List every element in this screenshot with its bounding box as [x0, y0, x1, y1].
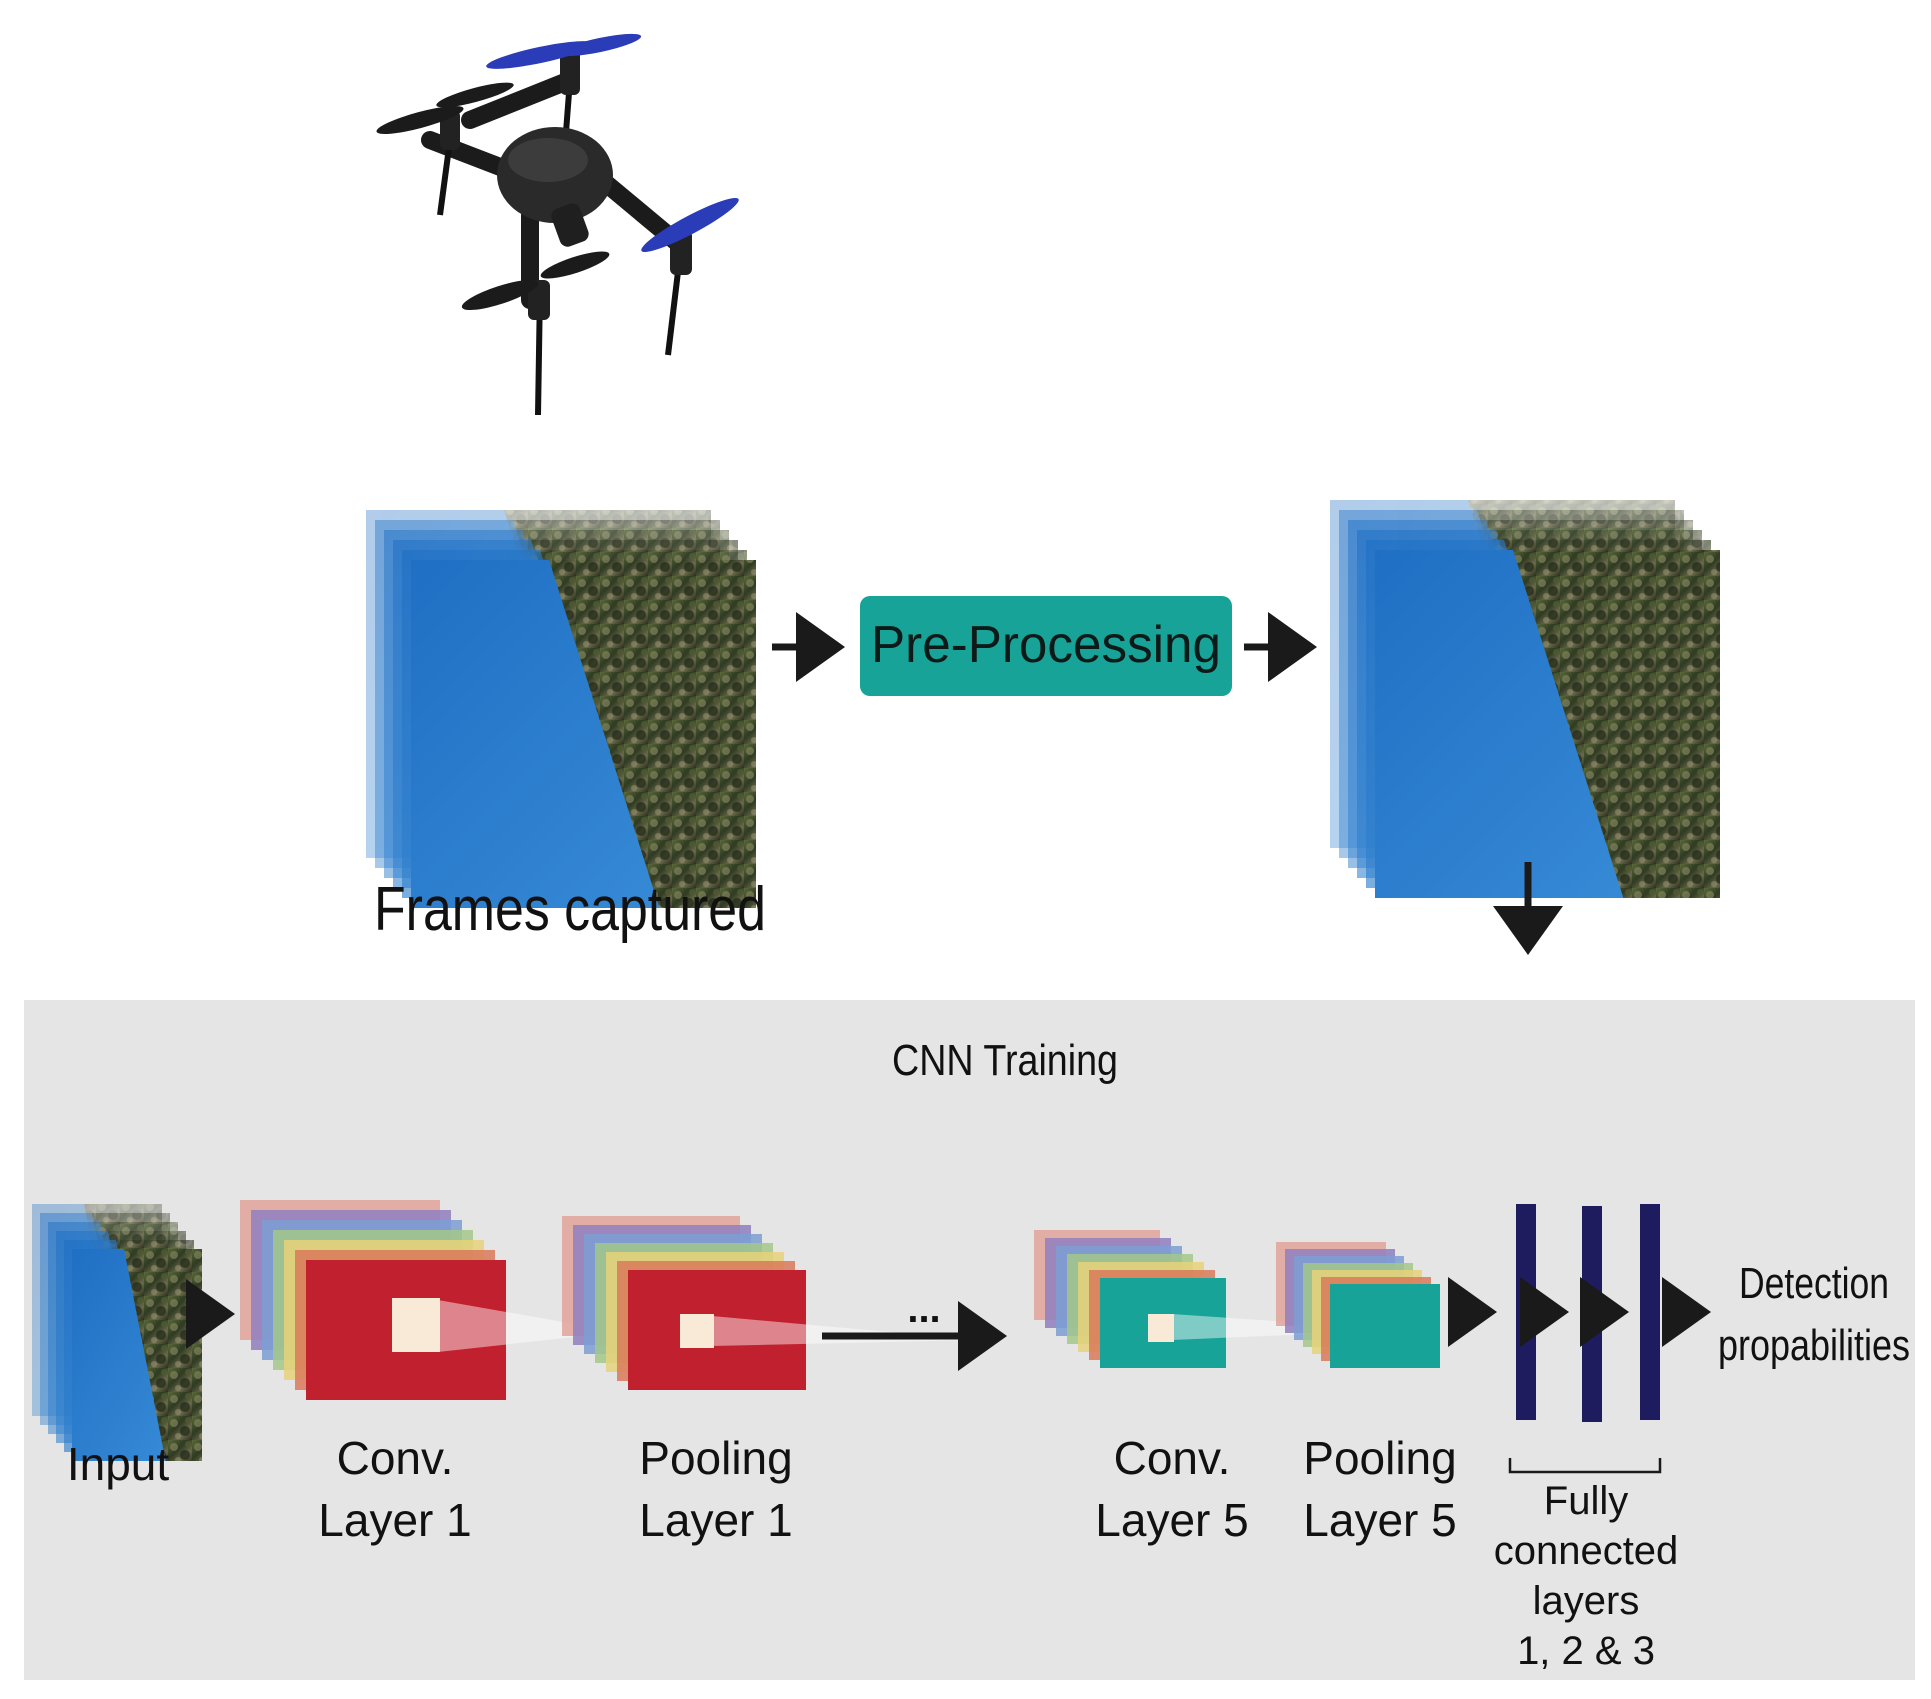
conv1-receptive-field-beam — [438, 1300, 620, 1352]
pool5-label-line1: Pooling — [1303, 1432, 1456, 1484]
fc-bracket — [1508, 1458, 1662, 1474]
fc-label-line3: layers — [1533, 1579, 1640, 1623]
fc-bar-1 — [1516, 1204, 1536, 1420]
processed-frame-6 — [1375, 550, 1720, 898]
cnn-training-title: CNN Training — [892, 1036, 1118, 1085]
pooling-layer-5-stack — [1276, 1242, 1440, 1368]
frames-captured-label: Frames captured — [374, 875, 766, 944]
preprocessing-label: Pre-Processing — [871, 616, 1221, 674]
conv1-label-line1: Conv. — [337, 1432, 454, 1484]
fully-connected-layers — [1516, 1204, 1711, 1422]
ellipsis-label: ... — [907, 1287, 940, 1331]
processed-frames-stack — [1330, 500, 1720, 898]
conv-layer-1-stack — [240, 1200, 506, 1400]
pool1-map-front — [628, 1270, 806, 1390]
preprocessing-box — [860, 596, 1232, 696]
pool1-label-line2: Layer 1 — [639, 1494, 792, 1546]
pool1-kernel — [680, 1314, 714, 1348]
input-stack — [32, 1204, 202, 1461]
preprocessing-block: Pre-Processing — [860, 596, 1232, 696]
captured-frame-6 — [411, 560, 756, 908]
detection-label-line2: propabilities — [1718, 1321, 1910, 1370]
conv1-kernel — [392, 1298, 440, 1352]
fc-bar-2 — [1582, 1206, 1602, 1422]
conv5-kernel — [1148, 1314, 1174, 1342]
input-frame-6 — [72, 1249, 202, 1461]
conv5-label-line2: Layer 5 — [1095, 1494, 1248, 1546]
fc-bar-3 — [1640, 1204, 1660, 1420]
detection-label-line1: Detection — [1739, 1259, 1889, 1308]
fc-label-line1: Fully — [1544, 1479, 1628, 1523]
fc-label-line4: 1, 2 & 3 — [1517, 1629, 1655, 1673]
conv1-label-line2: Layer 1 — [318, 1494, 471, 1546]
conv5-label-line1: Conv. — [1114, 1432, 1231, 1484]
pool5-label-line2: Layer 5 — [1303, 1494, 1456, 1546]
input-label: Input — [67, 1438, 170, 1490]
pool1-label-line1: Pooling — [639, 1432, 792, 1484]
quadcopter-drone-icon — [376, 33, 739, 416]
frames-captured-stack — [366, 510, 756, 908]
fc-label-line2: connected — [1494, 1529, 1679, 1573]
pool5-map-front — [1330, 1284, 1440, 1368]
